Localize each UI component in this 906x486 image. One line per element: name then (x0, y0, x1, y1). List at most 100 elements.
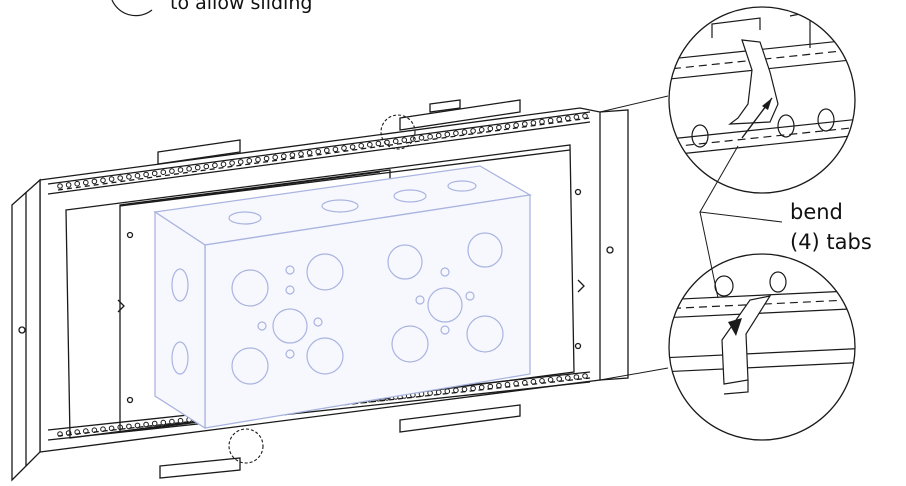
rail-hole (212, 162, 218, 169)
rail-hole (478, 127, 485, 133)
rail-hole (332, 146, 339, 153)
rail-hole (108, 176, 115, 182)
rail-hole (246, 158, 253, 164)
rail-hole (100, 177, 106, 184)
rail-hole (169, 418, 175, 425)
rail-hole (74, 180, 80, 187)
rail-hole (573, 114, 580, 120)
rail-hole (461, 129, 468, 135)
detail-view-lower (668, 253, 856, 441)
rail-hole (375, 140, 382, 147)
rail-hole (513, 380, 519, 387)
rail-hole (255, 156, 261, 163)
rail-hole (582, 113, 588, 119)
bend-label-line2: (4) tabs (790, 230, 872, 254)
rail-hole (57, 431, 63, 437)
rail-hole (108, 425, 115, 432)
rail-hole (306, 149, 313, 156)
detail-leader-lines (599, 95, 669, 381)
rail-hole (91, 427, 98, 434)
rail-hole (134, 422, 141, 429)
rail-hole (539, 378, 545, 384)
rail-hole (487, 125, 494, 132)
rail-hole (427, 133, 433, 140)
rail-hole (91, 178, 98, 185)
rail-hole (151, 420, 158, 427)
rail-hole (126, 174, 132, 180)
rail-hole (177, 167, 184, 173)
rail-hole (565, 375, 571, 381)
rail-hole (263, 155, 270, 162)
rail-hole (478, 384, 485, 391)
rail-hole (522, 379, 528, 386)
rail-hole (487, 383, 494, 390)
rail-hole (57, 183, 63, 189)
rail-hole (117, 175, 123, 181)
rail-hole (100, 426, 106, 433)
rail-hole (435, 389, 442, 396)
rail-hole (444, 131, 451, 138)
rail-hole (151, 170, 158, 177)
rail-hole (298, 151, 304, 157)
rail-hole (194, 164, 201, 171)
rail-hole (496, 382, 502, 389)
rail-hole (126, 423, 132, 430)
rail-hole (289, 152, 296, 158)
rail-hole (341, 145, 347, 151)
rail-holes-top (57, 113, 588, 189)
rail-hole (358, 143, 365, 149)
rail-hole (220, 161, 227, 167)
rail-hole (169, 168, 175, 174)
rail-hole (160, 419, 167, 426)
rail-hole (444, 388, 451, 395)
rail-hole (530, 120, 537, 126)
rail-hole (203, 163, 210, 170)
bend-label-leaders (699, 145, 783, 299)
tab-location-circle-top (380, 114, 416, 150)
rail-hole (83, 179, 89, 186)
rail-hole (418, 135, 425, 141)
rail-hole (539, 118, 545, 125)
sliding-note: to allow sliding (170, 0, 313, 14)
rail-hole (315, 148, 322, 155)
rail-hole (565, 115, 571, 122)
rail-hole (556, 116, 563, 123)
rail-hole (229, 160, 235, 166)
rail-hole (186, 166, 192, 172)
rail-hole (453, 387, 459, 394)
rail-hole (272, 154, 279, 161)
rail-hole (134, 172, 141, 179)
rail-hole (504, 381, 511, 388)
rail-hole (556, 376, 563, 382)
rail-hole (513, 122, 519, 128)
rail-hole (470, 385, 476, 392)
rail-hole (143, 171, 149, 178)
rail-hole (367, 141, 373, 148)
callout-circle-partial (111, 0, 153, 17)
rail-hole (237, 159, 244, 165)
rail-hole (392, 138, 399, 144)
detail-view-upper (668, 6, 856, 194)
tab-location-circle-bottom (228, 428, 264, 464)
rail-hole (143, 421, 149, 428)
rail-hole (65, 430, 72, 436)
rail-hole (177, 417, 184, 424)
rail-hole (349, 144, 356, 150)
rail-hole (435, 132, 442, 139)
rail-hole (410, 136, 416, 142)
rail-hole (470, 128, 476, 134)
rail-hole (281, 153, 287, 159)
rail-hole (453, 130, 459, 136)
rail-hole (573, 374, 580, 380)
rail-hole (401, 137, 408, 143)
rail-hole (547, 117, 554, 124)
rail-hole (582, 373, 588, 379)
electrical-box-knockouts (171, 180, 504, 385)
rail-hole (117, 424, 123, 431)
rail-hole (547, 377, 554, 383)
electrical-box (153, 165, 532, 430)
bend-tabs-label: bend (4) tabs (790, 197, 872, 257)
rail-hole (160, 169, 167, 175)
